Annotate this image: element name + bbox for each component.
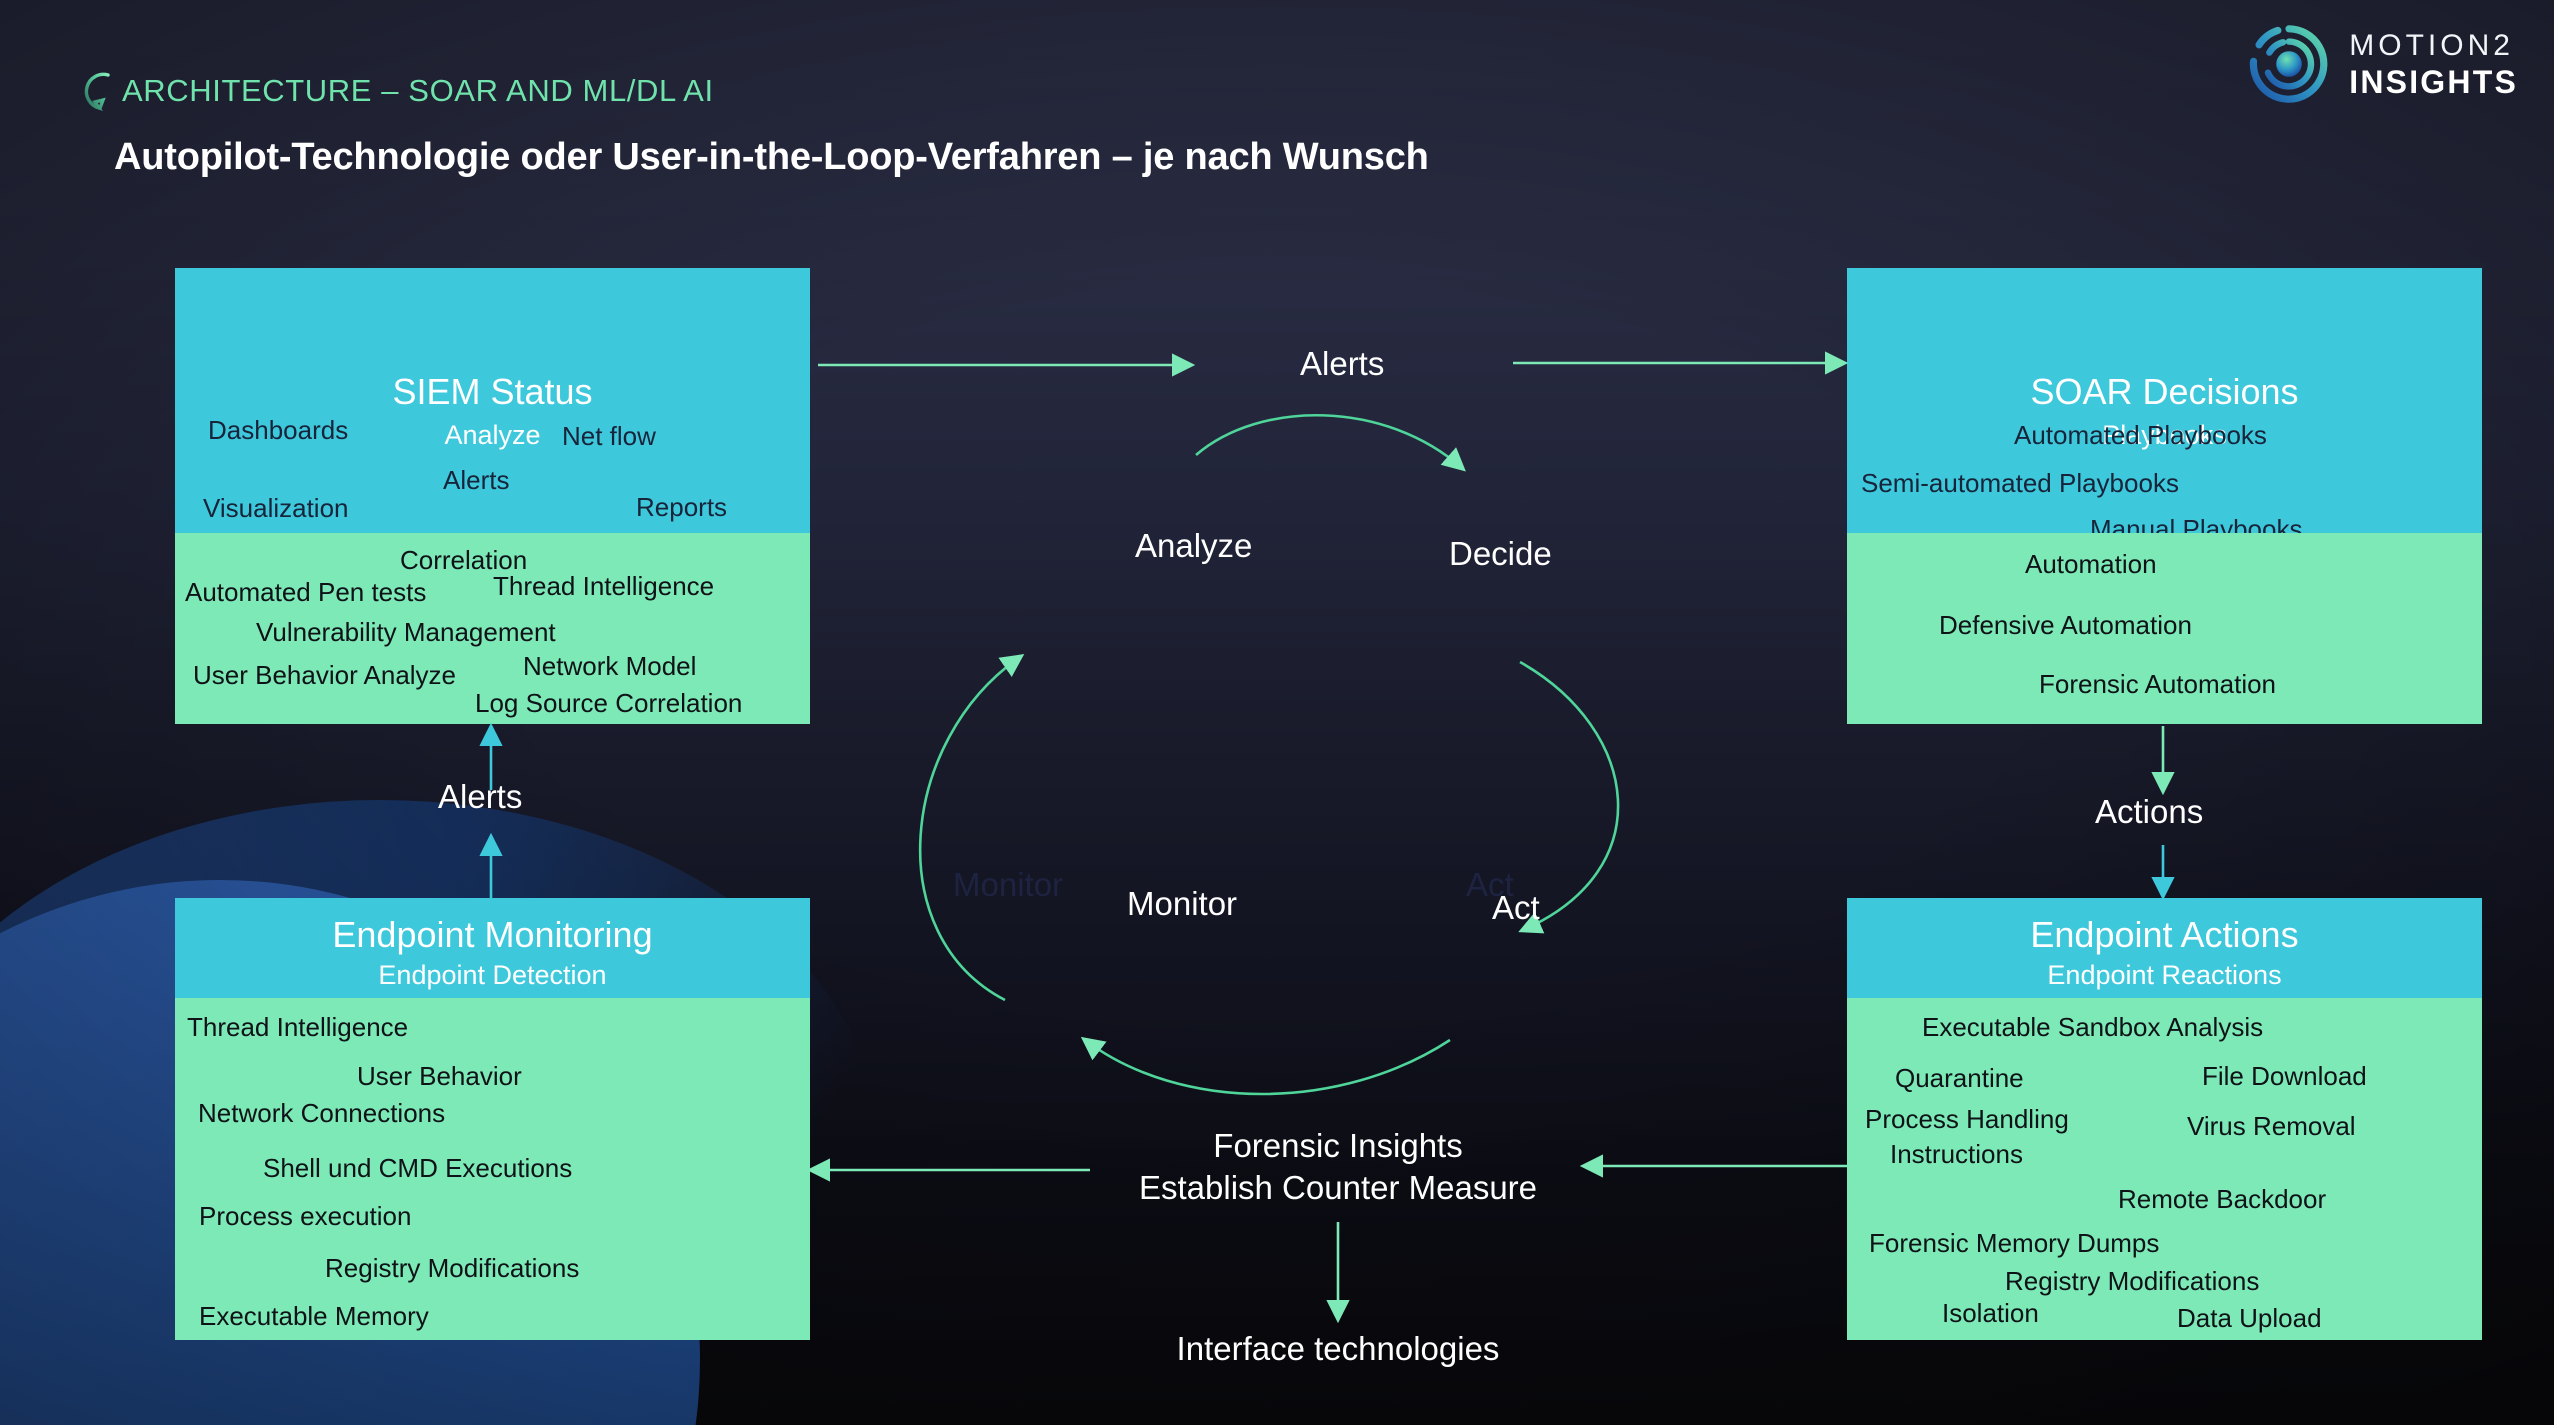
soar-subtitle: Playbooks [2102,420,2227,451]
label-alerts-left: Alerts [438,778,523,815]
ea-kw-registry-mods: Registry Modifications [2005,1266,2260,1296]
forensic-line-2: Establish Counter Measure [1138,1169,1538,1207]
ea-kw-virus-removal: Virus Removal [2187,1111,2356,1141]
label-alerts-top: Alerts [1300,345,1385,382]
siem-kw-alerts: Alerts [443,465,510,495]
endpoint-monitoring-subtitle: Endpoint Detection [378,959,607,990]
ea-kw-process-handling: Process Handling [1865,1104,2069,1134]
em-kw-network-conn: Network Connections [198,1098,446,1128]
siem-kw-log-source: Log Source Correlation [475,688,743,718]
panel-endpoint-monitoring[interactable]: Endpoint Monitoring Endpoint Detection T… [175,898,810,1340]
cycle-label-analyze: Analyze [1135,527,1253,564]
em-kw-thread-intel: Thread Intelligence [187,1012,409,1042]
em-kw-shell-cmd: Shell und CMD Executions [263,1153,573,1183]
arc-swoosh-icon [84,72,110,111]
endpoint-monitoring-body: Thread Intelligence User Behavior Networ… [175,998,810,1340]
soar-kw-semi-automated: Semi-automated Playbooks [1861,468,2179,498]
soar-kw-automated: Automated Playbooks [2014,420,2267,450]
ea-kw-sandbox: Executable Sandbox Analysis [1922,1012,2264,1042]
siem-kw-thread-intel: Thread Intelligence [493,571,715,601]
em-kw-registry-mods: Registry Modifications [325,1253,580,1283]
cycle-label-act: Act [1492,889,1540,926]
siem-kw-reports: Reports [636,492,728,522]
arrow-analyze-to-decide [1195,414,1466,472]
cycle-label-decide: Decide [1449,535,1552,572]
endpoint-actions-body: Executable Sandbox Analysis File Downloa… [1847,998,2482,1340]
panel-endpoint-actions[interactable]: Endpoint Actions Endpoint Reactions Exec… [1847,898,2482,1340]
endpoint-actions-subtitle: Endpoint Reactions [2047,959,2282,990]
endpoint-actions-header: Endpoint Actions Endpoint Reactions [1847,898,2482,998]
ea-kw-isolation: Isolation [1942,1298,2039,1328]
siem-kw-visualization: Visualization [203,493,349,523]
siem-kw-network-model: Network Model [523,651,697,681]
soar-kw-defensive-automation: Defensive Automation [1939,610,2192,640]
arrow-act-to-monitor [1080,1036,1451,1096]
forensic-line-1: Forensic Insights [1213,1127,1463,1164]
siem-header: SIEM Status Analyze Dashboards Net flow … [175,268,810,533]
arrow-monitor-to-analyze [918,654,1025,1002]
soar-header: SOAR Decisions Playbooks Automated Playb… [1847,268,2482,544]
panel-siem-status[interactable]: SIEM Status Analyze Dashboards Net flow … [175,268,810,724]
ea-kw-quarantine: Quarantine [1895,1063,2024,1093]
ea-kw-instructions: Instructions [1890,1139,2023,1169]
siem-kw-correlation: Correlation [400,545,528,575]
em-kw-user-behavior: User Behavior [357,1061,522,1091]
cycle-label-monitor: Monitor [1127,885,1238,922]
endpoint-actions-title: Endpoint Actions [2030,914,2299,956]
em-kw-exec-memory: Executable Memory [199,1301,429,1331]
siem-kw-net-flow: Net flow [562,421,656,451]
siem-kw-user-behavior: User Behavior Analyze [193,660,457,690]
ghost-label-act: Act [1466,866,1514,903]
slide-kicker: ARCHITECTURE – SOAR AND ML/DL AI [78,68,714,114]
siem-subtitle: Analyze [444,420,541,451]
label-forensic-insights: Forensic Insights Establish Counter Meas… [1088,1125,1588,1209]
siem-kw-dashboards: Dashboards [208,415,349,445]
ghost-label-monitor: Monitor [953,866,1064,903]
siem-body: Correlation Automated Pen tests Thread I… [175,533,810,724]
kicker-label: ARCHITECTURE – SOAR AND ML/DL AI [122,73,714,108]
endpoint-monitoring-header: Endpoint Monitoring Endpoint Detection [175,898,810,998]
panel-soar-decisions[interactable]: SOAR Decisions Playbooks Automated Playb… [1847,268,2482,724]
em-kw-process-exec: Process execution [199,1201,412,1231]
soar-kw-forensic-automation: Forensic Automation [2039,669,2277,699]
soar-title: SOAR Decisions [2030,370,2299,412]
ea-kw-remote-backdoor: Remote Backdoor [2118,1184,2327,1214]
endpoint-monitoring-title: Endpoint Monitoring [332,914,653,956]
ea-kw-memory-dumps: Forensic Memory Dumps [1869,1228,2160,1258]
page-title: Autopilot-Technologie oder User-in-the-L… [114,136,1429,178]
ea-kw-file-download: File Download [2202,1061,2367,1091]
soar-kw-automation: Automation [2025,549,2157,579]
logo-line-1: MOTION2 [2349,28,2514,62]
ea-kw-data-upload: Data Upload [2177,1303,2322,1333]
brand-logo: MOTION2 INSIGHTS [2249,24,2518,104]
siem-title: SIEM Status [392,370,593,412]
siem-kw-pen-tests: Automated Pen tests [185,577,427,607]
label-actions-right: Actions [2095,793,2204,830]
label-interface-technologies: Interface technologies [1176,1330,1500,1367]
soar-body: Automation Defensive Automation Forensic… [1847,533,2482,724]
siem-kw-vuln-mgmt: Vulnerability Management [256,617,556,647]
motion2-circular-logo-icon [2250,25,2328,103]
logo-line-2: INSIGHTS [2349,63,2518,100]
